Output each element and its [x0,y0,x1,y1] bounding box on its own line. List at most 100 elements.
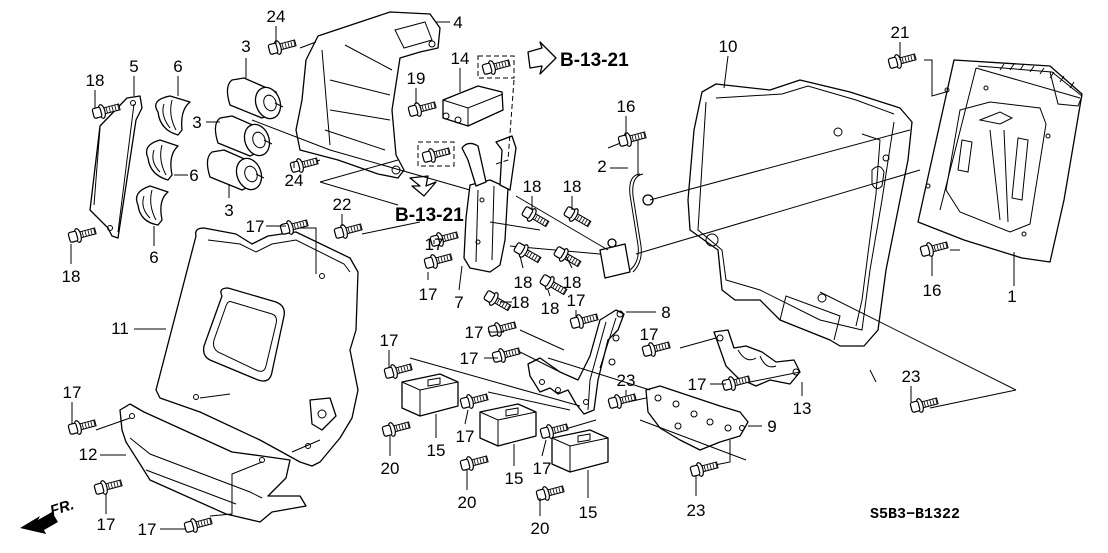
bolt-icon[interactable] [607,390,637,411]
bolt-icon[interactable] [421,144,451,165]
callout-17[interactable]: 17 [380,331,399,368]
reference-label-lower[interactable]: B-13-21 [395,205,464,226]
bolt-icon[interactable] [641,338,671,359]
callout-number[interactable]: 18 [514,273,533,292]
part-2-harness[interactable] [599,173,654,279]
callout-number[interactable]: 11 [111,319,129,338]
bolt-icon[interactable] [429,228,459,249]
bolt-icon[interactable] [289,154,319,175]
callout-18[interactable]: 18 [86,71,105,108]
callout-number[interactable]: 16 [617,97,636,116]
callout-number[interactable]: 19 [407,69,426,88]
callout-24[interactable]: 24 [267,7,286,44]
callout-17[interactable]: 17 [465,323,504,342]
callout-17[interactable]: 17 [533,439,552,478]
callout-7[interactable]: 7 [454,265,464,312]
callout-number[interactable]: 23 [902,367,921,386]
callout-18[interactable]: 18 [514,255,533,292]
callout-number[interactable]: 18 [511,293,530,312]
callout-number[interactable]: 17 [97,515,116,534]
callout-21[interactable]: 21 [891,23,910,60]
bolt-icon[interactable] [487,318,517,339]
callout-23[interactable]: 23 [902,367,921,402]
callout-19[interactable]: 19 [407,69,426,104]
callout-number[interactable]: 8 [661,303,670,322]
callout-number[interactable]: 17 [533,459,552,478]
callout-number[interactable]: 17 [380,331,399,350]
callout-number[interactable]: 18 [541,299,560,318]
callout-1[interactable]: 1 [1007,262,1017,306]
callout-number[interactable]: 17 [246,217,265,236]
callout-number[interactable]: 22 [333,195,352,214]
callout-17[interactable]: 17 [425,235,444,254]
bolt-icon[interactable] [267,36,297,57]
callout-number[interactable]: 16 [923,281,942,300]
part-6-cushion-top[interactable] [155,95,191,136]
callout-3[interactable]: 3 [192,113,220,132]
bolt-icon[interactable] [91,100,121,121]
part-11-cover[interactable] [155,227,359,467]
part-4-bracket[interactable] [295,11,441,179]
part-3-cylinder-mid[interactable] [214,115,273,159]
callout-number[interactable]: 5 [129,57,138,76]
callout-number[interactable]: 17 [460,349,479,368]
bolt-icon[interactable] [539,420,569,441]
bolt-icon[interactable] [520,204,550,230]
bolt-icon[interactable] [381,418,411,439]
part-3-cylinder-top[interactable] [226,77,284,122]
bolt-icon[interactable] [383,360,413,381]
part-1-control-unit[interactable] [917,59,1083,263]
callout-12[interactable]: 12 [79,445,126,464]
bolt-icon[interactable] [93,476,123,497]
callout-number[interactable]: 24 [285,171,304,190]
callout-18[interactable]: 18 [563,255,582,292]
callout-number[interactable]: 10 [719,37,738,56]
callout-17[interactable]: 17 [63,383,82,424]
part-13-clamp[interactable] [713,329,801,387]
callout-18[interactable]: 18 [523,177,542,210]
callout-17[interactable]: 17 [419,272,438,304]
part-15-relay-1[interactable] [401,373,459,417]
callout-number[interactable]: 18 [86,71,105,90]
bolt-icon[interactable] [919,238,949,259]
bolt-icon[interactable] [491,344,521,365]
callout-17[interactable]: 17 [246,217,286,236]
callout-17[interactable]: 17 [456,409,475,446]
callout-number[interactable]: 3 [192,113,201,132]
callout-13[interactable]: 13 [793,382,812,418]
bolt-icon[interactable] [689,458,719,479]
bolt-icon[interactable] [482,288,512,314]
callout-18[interactable]: 18 [563,177,582,210]
callout-number[interactable]: 13 [793,399,812,418]
bolt-icon[interactable] [459,452,489,473]
callout-8[interactable]: 8 [626,303,671,322]
callout-number[interactable]: 18 [563,273,582,292]
part-3-cylinder-bottom[interactable] [206,149,265,193]
callout-17[interactable]: 17 [138,520,186,539]
callout-number[interactable]: 4 [453,13,462,32]
reference-arrow-lower[interactable]: B-13-21 [395,175,464,226]
callout-number[interactable]: 12 [79,445,98,464]
bolt-icon[interactable] [538,272,568,298]
callout-3[interactable]: 3 [224,184,234,220]
callout-10[interactable]: 10 [719,37,738,89]
callout-18[interactable]: 18 [541,289,560,318]
callout-number[interactable]: 15 [427,441,446,460]
callout-number[interactable]: 17 [465,323,484,342]
callout-23[interactable]: 23 [617,371,636,396]
callout-17[interactable]: 17 [567,291,586,318]
callout-11[interactable]: 11 [111,319,166,338]
callout-number[interactable]: 17 [138,520,157,539]
callout-number[interactable]: 17 [425,235,444,254]
part-6-cushion-mid[interactable] [145,139,179,181]
callout-number[interactable]: 6 [149,248,158,267]
part-12-guard[interactable] [119,403,307,523]
callout-number[interactable]: 21 [891,23,910,42]
part-9-plate[interactable] [645,385,749,451]
callout-20[interactable]: 20 [531,498,550,538]
callout-6[interactable]: 6 [174,166,199,185]
callout-number[interactable]: 3 [241,37,250,56]
callout-6[interactable]: 6 [149,226,159,267]
bolt-icon[interactable] [562,204,592,230]
callout-15[interactable]: 15 [505,444,524,488]
